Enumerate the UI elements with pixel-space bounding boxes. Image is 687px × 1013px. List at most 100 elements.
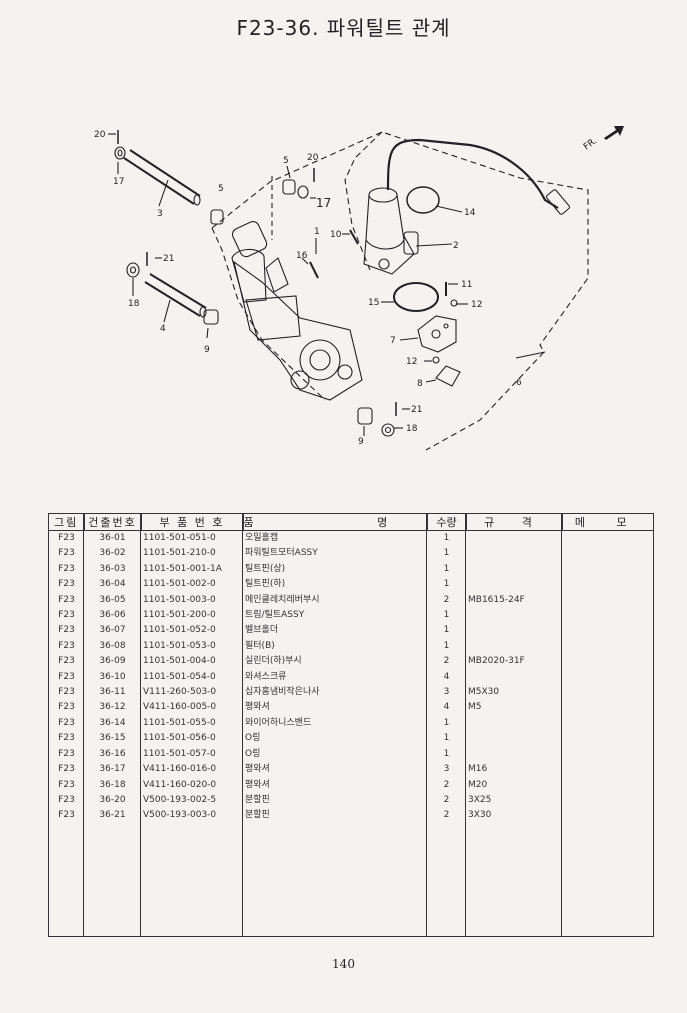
- table-cell: 2: [443, 779, 450, 790]
- column-header: 그림: [49, 514, 85, 531]
- table-cell: 36-18: [99, 779, 126, 790]
- table-cell: [562, 716, 653, 731]
- screw-10: [349, 229, 359, 245]
- table-cell: M20: [468, 779, 488, 790]
- table-cell: F23: [58, 548, 75, 559]
- tilt-pin-upper: [123, 149, 201, 206]
- callout-label: 3: [157, 209, 163, 219]
- washer-17-top: [114, 146, 126, 160]
- table-cell: [562, 778, 653, 793]
- table-cell: 1101-501-053-0: [143, 640, 216, 651]
- callout-label: 17: [316, 196, 331, 210]
- table-cell: [562, 808, 653, 823]
- table-cell: 필터(B): [245, 640, 275, 651]
- table-cell: V411-160-020-0: [143, 779, 217, 790]
- callout-label: 7: [390, 336, 396, 346]
- table-cell: 분할핀: [245, 794, 270, 805]
- callout-label: 5: [283, 156, 289, 166]
- trim-tilt-assembly: [231, 221, 363, 401]
- power-tilt-motor: [363, 187, 419, 275]
- table-cell: [562, 577, 653, 592]
- washer-17-right: [297, 185, 309, 199]
- table-cell: F23: [58, 533, 75, 543]
- table-cell: 평와셔: [245, 702, 270, 713]
- callout-label: 6: [516, 378, 522, 388]
- table-cell: [562, 654, 653, 669]
- wire-harness: [386, 138, 559, 209]
- table-cell: 오일홀캡: [245, 533, 279, 543]
- callout-label: 21: [411, 405, 422, 415]
- table-cell: 틸트핀(상): [245, 563, 286, 574]
- callout-label: 9: [358, 437, 364, 447]
- table-cell: 실린더(하)부시: [245, 656, 302, 667]
- table-cell: [562, 562, 653, 577]
- callout-label: 15: [368, 298, 379, 308]
- table-cell: 1: [443, 533, 450, 543]
- column-header: 건출번호: [84, 514, 142, 531]
- direction-label: FR.: [582, 136, 599, 152]
- table-cell: F23: [58, 640, 75, 651]
- table-cell: F23: [58, 625, 75, 636]
- bushing-9-a: [203, 309, 219, 325]
- table-cell: 1101-501-055-0: [143, 717, 216, 728]
- table-cell: 36-17: [99, 764, 126, 775]
- table-cell: [466, 562, 562, 577]
- table-cell: 1101-501-004-0: [143, 656, 216, 667]
- table-cell: 1101-501-001-1A: [143, 563, 222, 574]
- screw-16: [309, 261, 319, 279]
- table-cell: [562, 593, 653, 608]
- table-cell: 36-12: [99, 702, 126, 713]
- table-cell: F23: [58, 563, 75, 574]
- table-cell: [562, 747, 653, 762]
- table-cell: [466, 731, 562, 746]
- washer-18-left: [126, 262, 140, 278]
- column-header: 수량: [427, 514, 467, 531]
- callout-labels: 20 17 3 5 5 20 17 10 14 2 21 18 4 9 16 1…: [94, 130, 522, 447]
- table-cell: [466, 608, 562, 623]
- bushing-5-a: [210, 209, 224, 225]
- bushing-9-b: [357, 407, 373, 425]
- page-number: 140: [332, 957, 355, 971]
- callout-label: 21: [163, 254, 174, 264]
- callout-label: 11: [461, 280, 472, 290]
- column-header: 품 명: [243, 514, 428, 531]
- washer-12-a: [450, 299, 458, 307]
- table-cell: 3X25: [468, 794, 492, 805]
- washer-18-bottom: [381, 423, 395, 437]
- table-cell: O링: [245, 733, 261, 744]
- callout-label: 2: [453, 241, 459, 251]
- callout-label: 5: [218, 184, 224, 194]
- table-cell: 1101-501-210-0: [143, 548, 216, 559]
- column-header: 메 모: [562, 514, 653, 531]
- table-cell: 36-06: [99, 610, 126, 621]
- table-cell: 1101-501-056-0: [143, 733, 216, 744]
- table-cell: 1: [443, 610, 450, 621]
- table-cell: [562, 623, 653, 638]
- table-cell: F23: [58, 748, 75, 759]
- table-cell: 1101-501-051-0: [143, 533, 216, 543]
- callout-label: 18: [406, 424, 418, 434]
- harness-band: [406, 186, 440, 214]
- table-cell: 1: [443, 625, 450, 636]
- table-cell: [466, 670, 562, 685]
- table-cell: 36-14: [99, 717, 126, 728]
- table-cell: F23: [58, 733, 75, 744]
- table-cell: [562, 762, 653, 777]
- table-cell: [562, 639, 653, 654]
- table-cell: 분할핀: [245, 810, 270, 821]
- table-cell: 36-11: [99, 687, 126, 698]
- table-cell: 36-20: [99, 794, 126, 805]
- callout-label: 17: [113, 177, 124, 187]
- table-cell: F23: [58, 610, 75, 621]
- table-cell: 1: [443, 548, 450, 559]
- table-cell: 36-09: [99, 656, 126, 667]
